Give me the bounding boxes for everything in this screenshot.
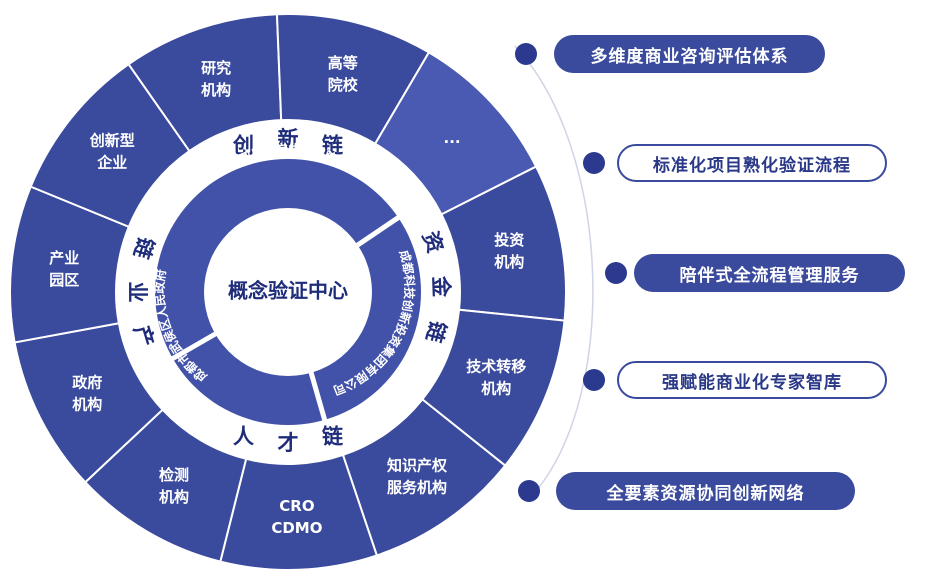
chain-innovation-label: 创新链: [232, 127, 344, 158]
service-dot: [583, 152, 605, 174]
service-dot: [515, 43, 537, 65]
svg-text:金: 金: [429, 275, 454, 299]
inner-ring-divider: [308, 370, 328, 423]
segment-more-label: ...: [444, 129, 461, 147]
center-title: 概念验证中心: [228, 279, 348, 303]
svg-text:才: 才: [278, 431, 299, 455]
svg-text:链: 链: [322, 134, 344, 158]
svg-text:人: 人: [233, 424, 254, 448]
service-pill-5: 全要素资源协同创新网络: [556, 472, 855, 510]
service-pill-2: 标准化项目熟化验证流程: [617, 144, 887, 182]
segment-innovative-enterprises-label: 创新型企业: [89, 132, 135, 172]
svg-text:链: 链: [322, 424, 344, 448]
service-pill-1: 多维度商业咨询评估体系: [554, 35, 825, 73]
service-dot: [583, 369, 605, 391]
center-disc: [204, 208, 372, 376]
connector-arc: [514, 45, 594, 499]
service-dot: [605, 262, 627, 284]
service-pill-3: 陪伴式全流程管理服务: [634, 254, 905, 292]
segment-government-label: 政府机构: [72, 374, 102, 414]
segment-tech-transfer-label: 技术转移机构: [466, 357, 526, 397]
svg-text:创: 创: [232, 134, 254, 158]
service-pill-4: 强赋能商业化专家智库: [617, 361, 887, 399]
segment-industrial-park-label: 产业园区: [49, 249, 79, 289]
svg-text:新: 新: [278, 127, 299, 151]
segment-testing-institutions-label: 检测机构: [159, 466, 189, 506]
inner-ring-divider: [354, 214, 402, 249]
segment-research-institutes-label: 研究机构: [201, 59, 231, 99]
inner-ring-divider: [169, 330, 219, 362]
service-connector: [514, 45, 594, 499]
segment-universities-label: 高等院校: [328, 54, 359, 94]
segment-investment-institutions-label: 投资机构: [494, 231, 524, 271]
chain-talent-label: 人才链: [233, 424, 344, 455]
segment-ip-services-label: 知识产权服务机构: [387, 456, 448, 496]
svg-text:业: 业: [125, 282, 149, 303]
inner-ring: [155, 159, 421, 425]
service-dot: [518, 480, 540, 502]
